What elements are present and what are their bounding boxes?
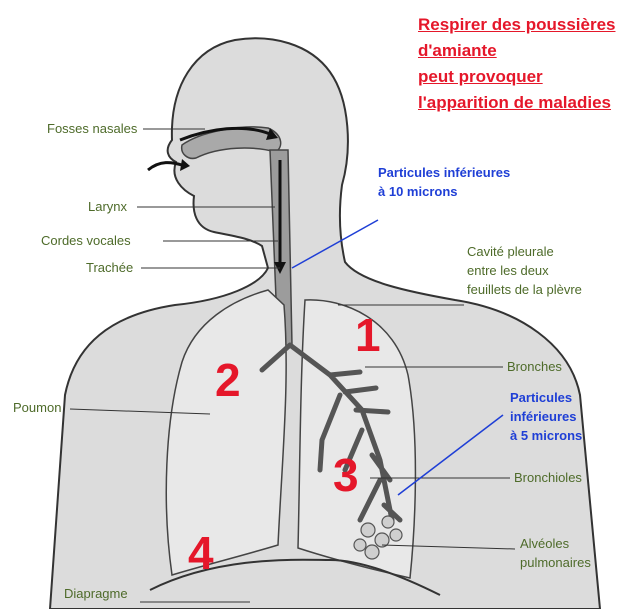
label-line: Cavité pleurale	[467, 242, 582, 261]
title-line: l'apparition de maladies	[418, 90, 640, 116]
label-line: pulmonaires	[520, 553, 591, 572]
warning-title: Respirer des poussières d'amiante peut p…	[418, 12, 640, 116]
label-trachee: Trachée	[86, 258, 133, 277]
label-diapragme: Diapragme	[64, 584, 128, 603]
label-line: Particules	[510, 388, 582, 407]
zone-number-3: 3	[333, 452, 359, 498]
label-larynx: Larynx	[88, 197, 127, 216]
label-particles-10-microns: Particules inférieures à 10 microns	[378, 163, 510, 201]
zone-number-1: 1	[355, 312, 381, 358]
label-line: Alvéoles	[520, 534, 591, 553]
label-cordes-vocales: Cordes vocales	[41, 231, 131, 250]
label-fosses-nasales: Fosses nasales	[47, 119, 137, 138]
label-line: feuillets de la plèvre	[467, 280, 582, 299]
label-line: entre les deux	[467, 261, 582, 280]
label-line: Particules inférieures	[378, 163, 510, 182]
label-bronches: Bronches	[507, 357, 562, 376]
label-line: inférieures	[510, 407, 582, 426]
label-bronchioles: Bronchioles	[514, 468, 582, 487]
title-line: d'amiante	[418, 38, 640, 64]
label-line: à 10 microns	[378, 182, 510, 201]
label-alveoles: Alvéoles pulmonaires	[520, 534, 591, 572]
label-poumon: Poumon	[13, 398, 61, 417]
zone-number-4: 4	[188, 530, 214, 576]
zone-number-2: 2	[215, 357, 241, 403]
title-line: peut provoquer	[418, 64, 640, 90]
label-cavite-pleurale: Cavité pleurale entre les deux feuillets…	[467, 242, 582, 299]
title-line: Respirer des poussières	[418, 12, 640, 38]
label-line: à 5 microns	[510, 426, 582, 445]
label-particles-5-microns: Particules inférieures à 5 microns	[510, 388, 582, 445]
